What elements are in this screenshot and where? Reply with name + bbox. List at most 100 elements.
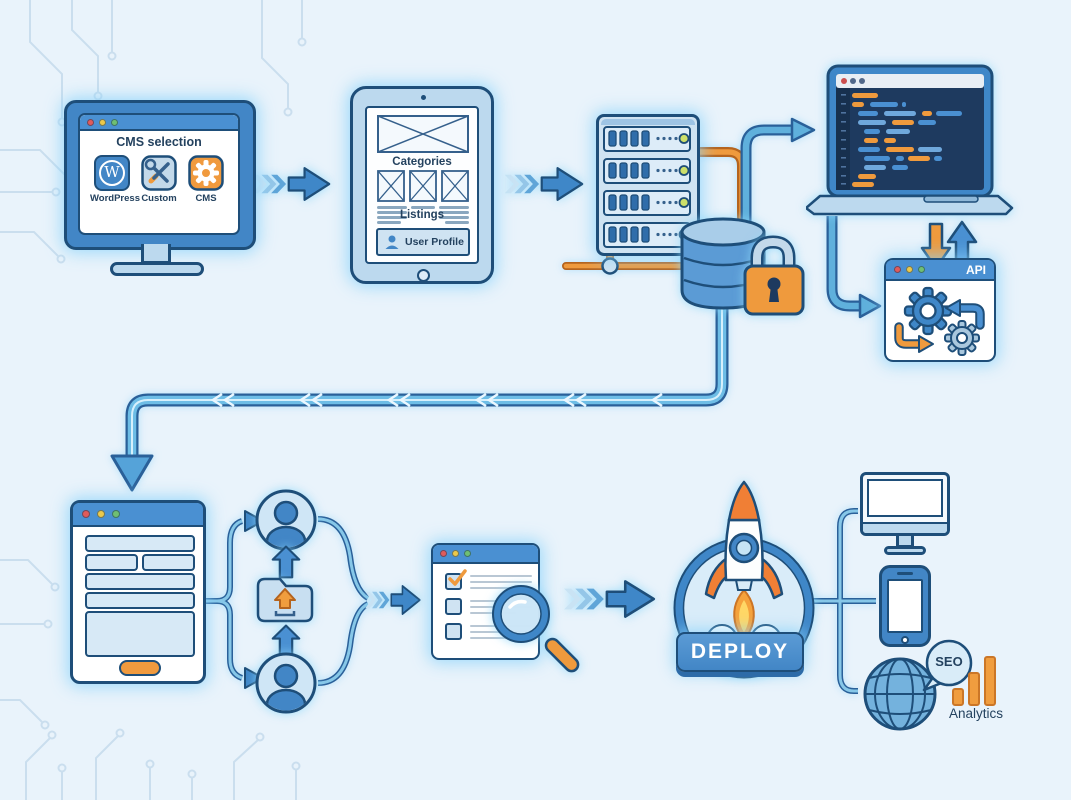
tablet-camera	[421, 95, 426, 100]
analytics-label: Analytics	[948, 706, 1004, 721]
upload-folder-icon	[256, 577, 314, 623]
padlock-icon	[743, 235, 805, 316]
hero-image-placeholder	[377, 115, 469, 153]
user-profile-bar[interactable]: User Profile	[376, 228, 470, 256]
globe-icon	[863, 657, 937, 731]
rocket-icon	[704, 480, 784, 600]
seo-bubble	[922, 639, 973, 692]
cms-option-wordpress[interactable]: W WordPress	[90, 155, 140, 204]
analytics-bar-medium	[968, 672, 980, 706]
window-dot-red	[440, 550, 447, 557]
magnifier-icon	[492, 585, 580, 673]
flow-arrow-1	[251, 167, 331, 201]
window-dot-red	[82, 510, 90, 518]
deploy-label: DEPLOY	[690, 640, 790, 663]
user-profile-label: User Profile	[405, 236, 464, 248]
window-dot-green	[918, 266, 925, 273]
form-input[interactable]	[85, 573, 195, 590]
cms-option-label: WordPress	[90, 193, 140, 204]
window-dot-green	[111, 118, 118, 126]
result-monitor-chin	[863, 522, 947, 533]
window-dot-yellow	[906, 266, 913, 273]
api-titlebar: API	[886, 260, 994, 281]
top-user-icon	[255, 489, 317, 551]
wordpress-icon: W	[94, 155, 130, 191]
server-laptop-pipe	[740, 117, 816, 234]
flow-arrow-3	[365, 585, 421, 615]
api-title: API	[965, 262, 986, 277]
code-lines	[852, 93, 962, 187]
cms-option-label: CMS	[195, 193, 217, 204]
cms-option-custom[interactable]: Custom	[137, 155, 181, 204]
check-icon	[448, 569, 467, 586]
api-gears	[894, 286, 985, 356]
result-monitor-base	[884, 546, 926, 555]
cms-option-cms[interactable]: CMS	[184, 155, 228, 204]
phone-speaker	[897, 572, 913, 575]
server-top-bevel	[601, 119, 695, 125]
checkbox[interactable]	[445, 598, 462, 615]
api-window: API	[884, 258, 996, 362]
cms-monitor: CMS selection W WordPress Custom	[64, 100, 256, 250]
server-unit-details	[608, 130, 690, 243]
result-phone	[879, 565, 931, 647]
server-db-link	[695, 147, 747, 223]
window-dot-yellow	[452, 550, 459, 557]
tools-icon	[141, 155, 177, 191]
sync-left-arrow-icon	[945, 299, 985, 330]
window-dot-yellow	[97, 510, 105, 518]
window-dot-red	[894, 266, 901, 273]
gear-icon	[188, 155, 224, 191]
category-thumbnails	[377, 170, 469, 202]
result-monitor-screen	[867, 479, 943, 517]
laptop-api-pipe	[826, 216, 882, 319]
bottom-user-icon	[255, 652, 317, 714]
form-titlebar	[73, 503, 203, 527]
form-input[interactable]	[85, 554, 138, 571]
phone-home-button[interactable]	[901, 636, 909, 644]
window-dot-green	[112, 510, 120, 518]
users-merge-branch	[317, 516, 370, 686]
upload-arrow-icon	[271, 545, 301, 579]
form-input[interactable]	[85, 535, 195, 552]
cms-window-titlebar	[80, 115, 238, 131]
analytics-bar-tall	[984, 656, 996, 706]
tablet-listings-label: Listings	[399, 209, 445, 221]
form-submit-button[interactable]	[119, 660, 161, 676]
window-dot-red	[87, 118, 94, 126]
cms-title: CMS selection	[116, 135, 202, 149]
flow-arrow-2	[504, 167, 584, 201]
result-monitor	[860, 472, 950, 536]
seo-label: SEO	[935, 654, 963, 669]
server-rack	[596, 114, 700, 256]
phone-screen	[887, 579, 923, 633]
wireframe-tablet: Categories Listings	[350, 86, 494, 284]
db-to-build-pipe	[110, 306, 729, 492]
analytics-bar-small	[952, 688, 964, 706]
deploy-devices-branch	[810, 508, 876, 694]
monitor-stand-neck	[141, 244, 171, 264]
form-users-branch	[206, 510, 264, 689]
window-dot-green	[464, 550, 471, 557]
tablet-home-button[interactable]	[417, 269, 430, 282]
form-input[interactable]	[142, 554, 195, 571]
tablet-screen: Categories Listings	[365, 106, 479, 264]
code-laptop	[806, 64, 1014, 216]
user-icon	[385, 235, 399, 249]
monitor-stand-base	[110, 262, 204, 276]
form-input[interactable]	[85, 592, 195, 609]
deploy-banner[interactable]: DEPLOY	[676, 632, 804, 672]
pipe-flow-chevrons	[210, 392, 663, 408]
form-window	[70, 500, 206, 684]
tablet-categories-label: Categories	[392, 156, 452, 168]
sync-right-arrow-icon	[894, 322, 934, 353]
cms-browser-window: CMS selection W WordPress Custom	[78, 113, 240, 235]
checkbox[interactable]	[445, 623, 462, 640]
form-textarea[interactable]	[85, 611, 195, 657]
window-dot-yellow	[99, 118, 106, 126]
flow-arrow-4	[564, 580, 656, 618]
checklist-titlebar	[433, 545, 538, 564]
